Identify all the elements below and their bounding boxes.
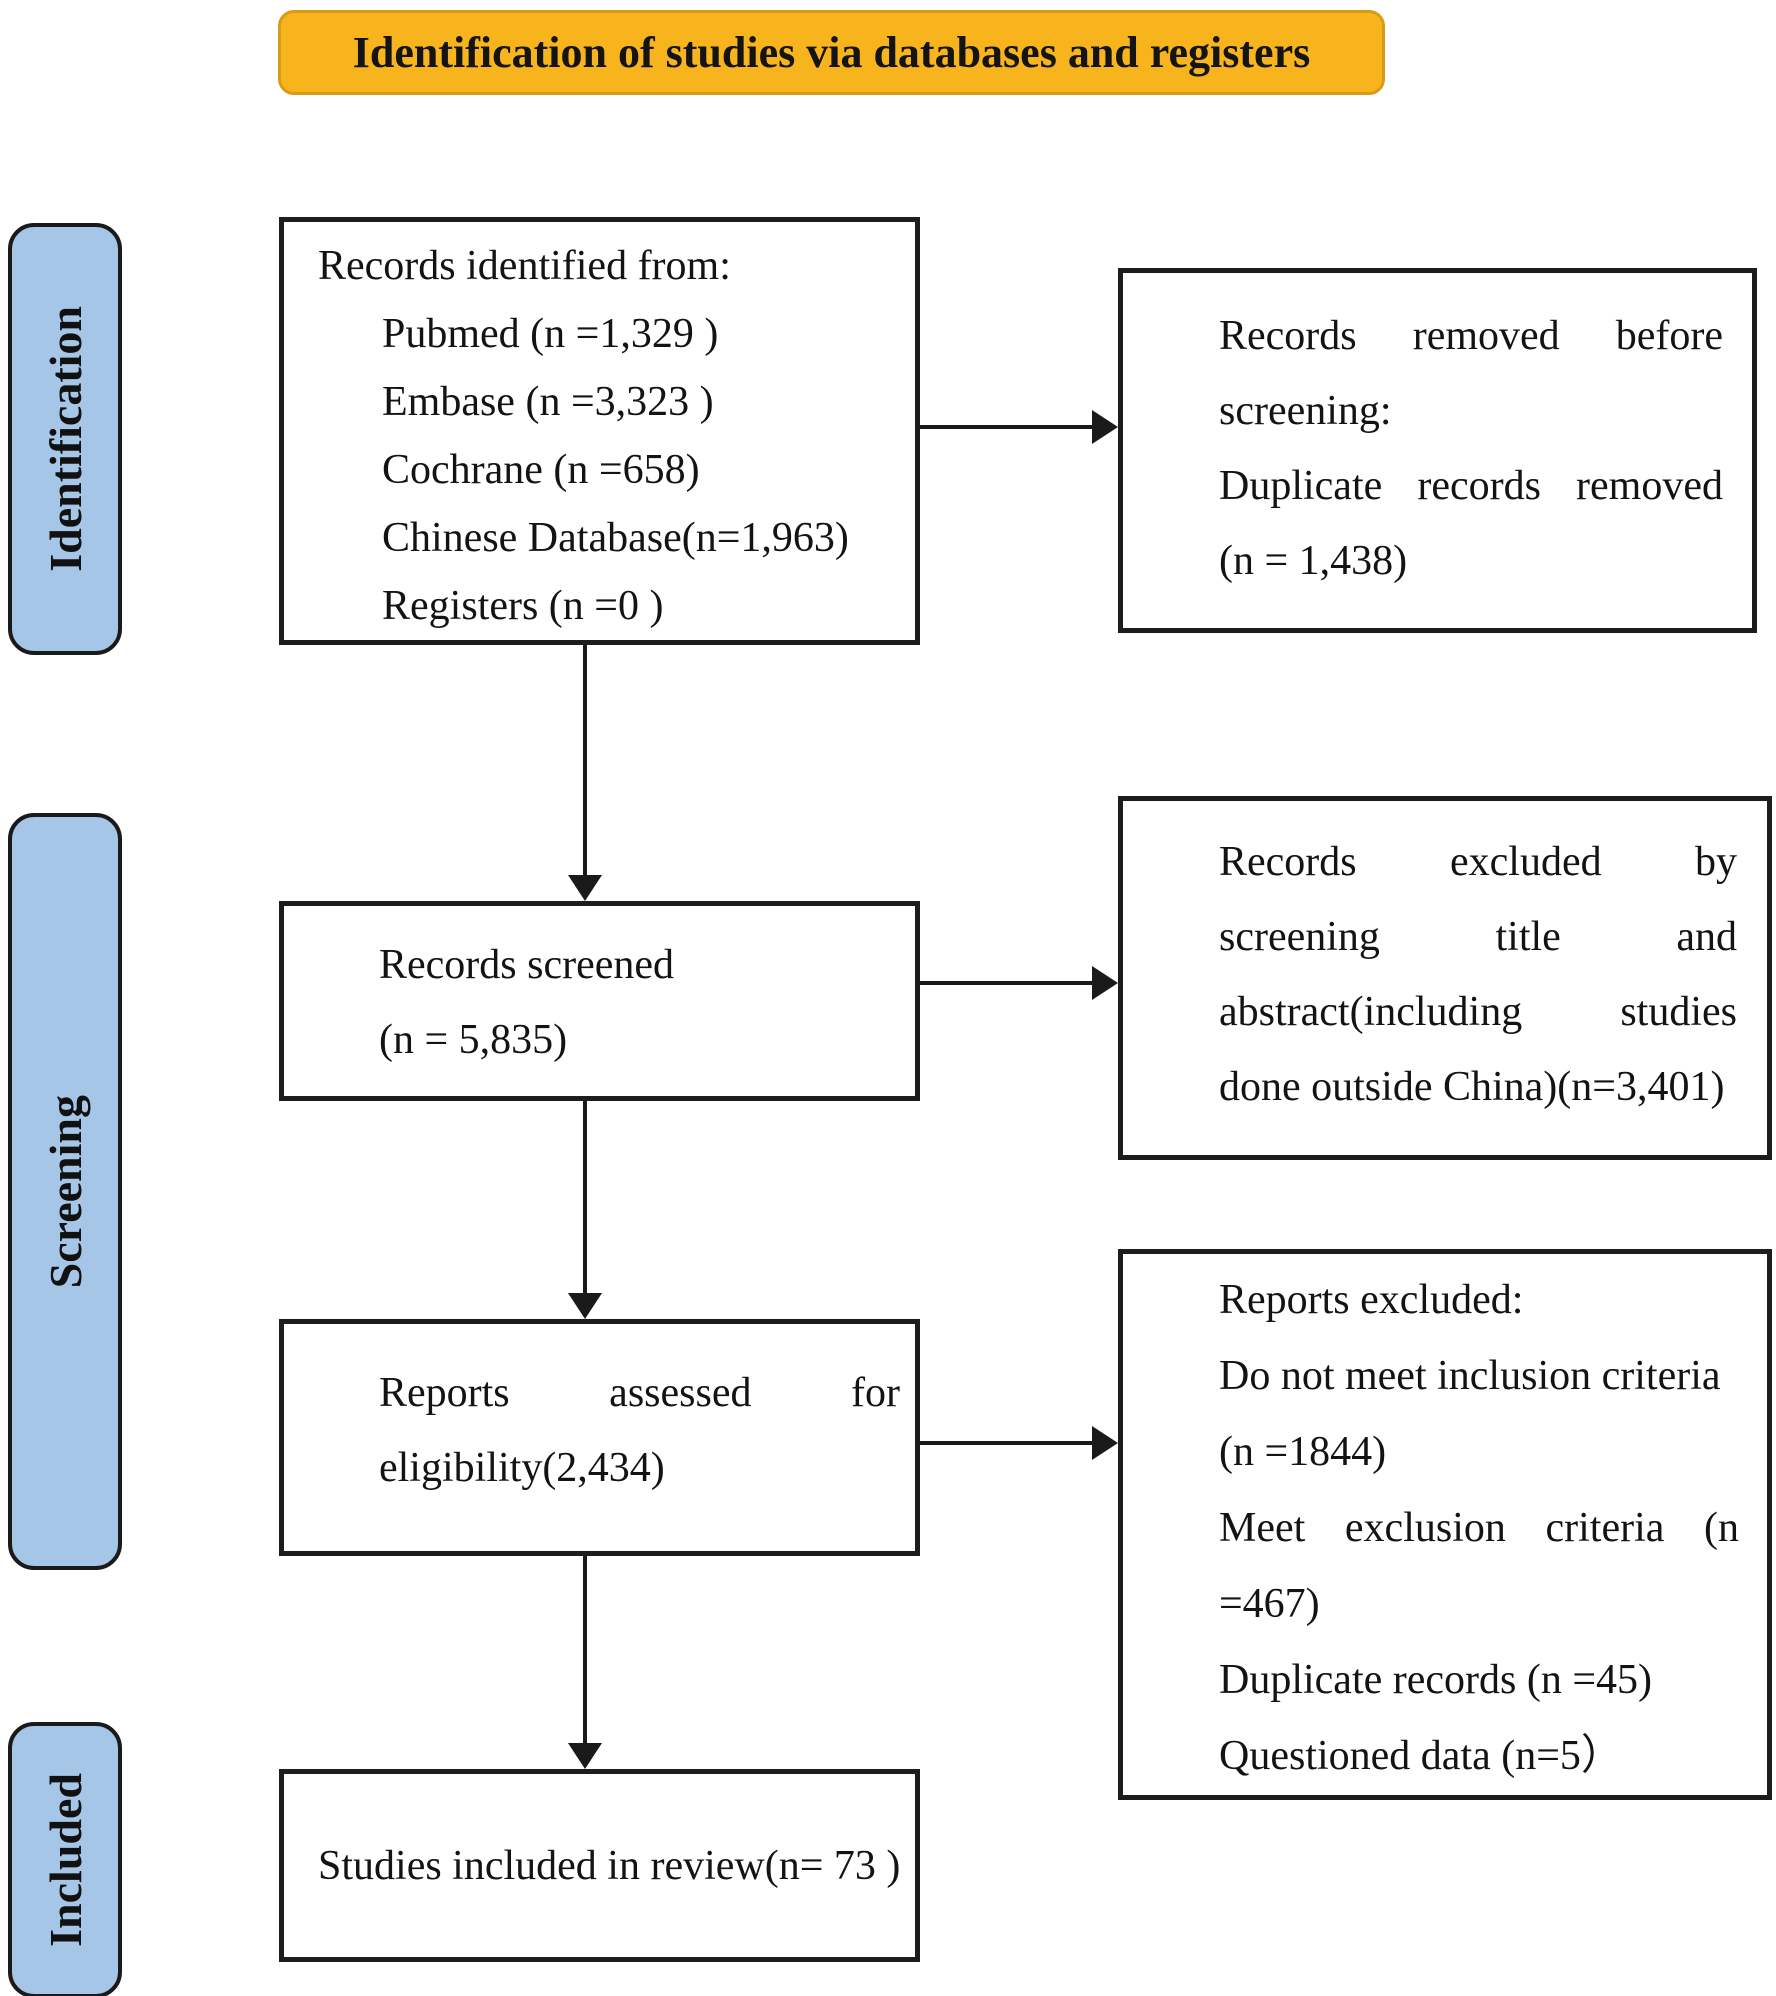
box-reports-assessed: Reports assessed for eligibility(2,434) xyxy=(279,1319,920,1556)
arrow-right-icon xyxy=(920,425,1092,429)
arrow-down-icon xyxy=(583,645,587,875)
text-line: Reports excluded: xyxy=(1219,1277,1524,1323)
arrow-down-icon xyxy=(583,1101,587,1293)
text-line: (n = 5,835) xyxy=(379,1017,568,1063)
text-line: Duplicate records removed xyxy=(1219,463,1723,509)
text-line: Embase (n =3,323 ) xyxy=(382,379,714,425)
banner-title: Identification of studies via databases … xyxy=(278,10,1385,95)
text-line: Chinese Database(n=1,963) xyxy=(382,515,849,561)
text-line: Questioned data (n=5） xyxy=(1219,1733,1623,1779)
arrow-right-icon xyxy=(920,1441,1092,1445)
box-records-identified: Records identified from: Pubmed (n =1,32… xyxy=(279,217,920,645)
text-line: =467) xyxy=(1219,1581,1320,1627)
box-reports-excluded: Reports excluded: Do not meet inclusion … xyxy=(1118,1249,1772,1800)
text-line: done outside China)(n=3,401) xyxy=(1219,1064,1725,1110)
arrow-down-icon xyxy=(583,1556,587,1743)
text-line: Records removed before xyxy=(1219,313,1723,359)
text-line: Pubmed (n =1,329 ) xyxy=(382,311,719,357)
text-line: (n =1844) xyxy=(1219,1429,1387,1475)
box-records-removed-before-screening: Records removed before screening: Duplic… xyxy=(1118,268,1757,633)
text-line: abstract(including studies xyxy=(1219,989,1737,1035)
text-line: Registers (n =0 ) xyxy=(382,583,664,629)
text-line: eligibility(2,434) xyxy=(379,1445,665,1491)
stage-label-text: Identification xyxy=(39,306,91,572)
box-studies-included: Studies included in review(n= 73 ) xyxy=(279,1769,920,1962)
text-line: Records excluded by xyxy=(1219,839,1737,885)
box-records-excluded-by-screening: Records excluded by screening title and … xyxy=(1118,796,1772,1160)
text-line: (n = 1,438) xyxy=(1219,538,1408,584)
text-line: Meet exclusion criteria (n xyxy=(1219,1505,1739,1551)
arrow-right-icon xyxy=(920,981,1092,985)
text-line: screening title and xyxy=(1219,914,1737,960)
text-line: Reports assessed for xyxy=(379,1370,900,1416)
text-line: Studies included in review(n= 73 ) xyxy=(318,1842,901,1889)
text-line: Cochrane (n =658) xyxy=(382,447,700,493)
text-line: screening: xyxy=(1219,388,1392,434)
stage-label-text: Screening xyxy=(39,1094,91,1289)
banner-title-text: Identification of studies via databases … xyxy=(352,28,1311,77)
stage-label-identification: Identification xyxy=(8,223,122,655)
text-line: Records screened xyxy=(379,942,675,988)
text-line: Records identified from: xyxy=(318,243,731,289)
text-line: Do not meet inclusion criteria xyxy=(1219,1353,1721,1399)
stage-label-screening: Screening xyxy=(8,813,122,1570)
stage-label-included: Included xyxy=(8,1722,122,1996)
text-line: Duplicate records (n =45) xyxy=(1219,1657,1653,1703)
stage-label-text: Included xyxy=(39,1773,91,1947)
box-records-screened: Records screened (n = 5,835) xyxy=(279,901,920,1101)
